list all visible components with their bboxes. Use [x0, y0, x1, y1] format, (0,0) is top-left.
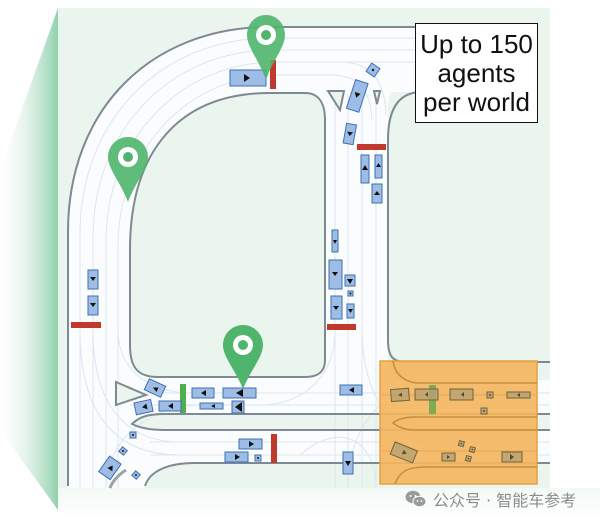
agents — [87, 62, 383, 481]
wechat-icon — [405, 490, 427, 508]
perspective-wedge — [0, 8, 58, 510]
agent-vehicle — [486, 391, 494, 399]
agent-vehicle — [347, 290, 354, 297]
bottom-shadow — [58, 488, 600, 521]
agent-vehicle — [254, 454, 262, 462]
agent-vehicle — [346, 303, 355, 319]
red-stop-line — [271, 434, 277, 463]
watermark: 公众号 · 智能车参考 — [405, 488, 576, 510]
agent-vehicle — [330, 295, 343, 320]
road-edges — [67, 26, 550, 489]
highlight-region — [379, 360, 538, 485]
agent-vehicle — [371, 183, 383, 204]
agent-vehicle — [342, 122, 358, 146]
agent-vehicle — [87, 269, 99, 290]
agent-vehicle — [342, 451, 354, 475]
agent-vehicle — [441, 452, 456, 462]
agent-vehicle — [222, 387, 257, 399]
agent-vehicle — [457, 439, 466, 448]
highlighted-agents — [389, 387, 531, 464]
agent-vehicle — [224, 451, 249, 463]
agent-vehicle — [389, 441, 419, 464]
agent-vehicle — [390, 387, 410, 403]
agent-vehicle — [374, 154, 383, 179]
agent-vehicle — [449, 388, 474, 401]
agent-vehicle — [158, 400, 182, 412]
agent-vehicle — [133, 398, 154, 416]
agent-vehicle — [129, 431, 137, 439]
caption-line: Up to 150 — [420, 28, 533, 59]
agent-vehicle — [506, 391, 531, 399]
yield-markers — [115, 90, 382, 407]
agent-vehicle — [87, 295, 99, 316]
agent-vehicle — [414, 388, 439, 401]
agent-vehicle — [191, 387, 215, 399]
agent-vehicle — [98, 455, 122, 481]
goal-pin-icon — [223, 325, 263, 389]
agent-vehicle — [328, 259, 343, 290]
agent-vehicle — [345, 79, 369, 113]
agent-vehicle — [480, 407, 488, 415]
watermark-text: 公众号 · 智能车参考 — [433, 491, 577, 510]
agent-vehicle — [331, 229, 339, 253]
agent-vehicle — [468, 445, 477, 454]
agent-vehicle — [131, 470, 141, 480]
caption-line: agents — [437, 57, 516, 88]
agent-vehicle — [464, 454, 473, 463]
goal-pin-icon — [108, 137, 148, 202]
agent-vehicle — [231, 400, 245, 414]
agents-per-world-caption: Up to 150 agents per world — [415, 23, 538, 123]
goal-markers — [108, 15, 285, 389]
agent-vehicle — [360, 154, 370, 184]
agent-vehicle — [229, 69, 267, 87]
agent-vehicle — [501, 451, 523, 463]
caption-line: per world — [423, 86, 530, 117]
agent-vehicle — [118, 446, 128, 456]
agent-vehicle — [199, 402, 224, 410]
agent-vehicle — [143, 378, 167, 398]
agent-vehicle — [365, 62, 381, 78]
green-stop-line — [180, 384, 186, 413]
goal-pin-icon — [247, 15, 285, 80]
agent-vehicle — [339, 384, 363, 396]
red-stop-line — [357, 144, 386, 150]
agent-vehicle — [238, 438, 263, 450]
red-stop-line — [327, 324, 356, 330]
red-stop-line — [71, 322, 101, 328]
agent-vehicle — [344, 274, 356, 287]
red-stop-line — [270, 60, 276, 89]
